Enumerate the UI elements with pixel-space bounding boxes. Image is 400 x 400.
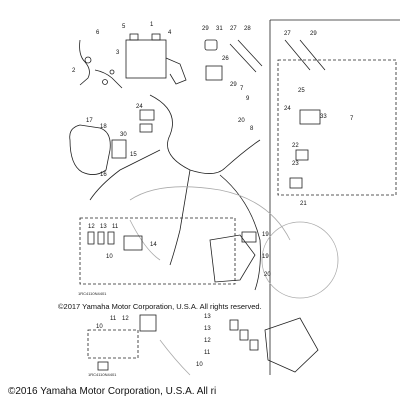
callout-label: 12 <box>204 338 211 344</box>
callout-label: 20 <box>238 118 245 124</box>
callout-label: 29 <box>202 26 209 32</box>
cable-top-2 <box>237 39 263 67</box>
callout-label: 25 <box>298 88 305 94</box>
connector-small <box>109 69 115 75</box>
battery-terminal-2 <box>151 33 161 41</box>
battery <box>125 39 167 79</box>
bolt-3 <box>107 231 115 245</box>
bottom-bolt-2 <box>239 329 249 341</box>
callout-label: 14 <box>150 242 157 248</box>
callout-label: 1 <box>150 22 154 28</box>
part-code-2: 1RC4110N4401 <box>88 372 117 377</box>
frame-outline-2 <box>129 219 161 261</box>
callout-label: 12 <box>88 224 95 230</box>
wire-harness-branch-2 <box>169 169 191 266</box>
bottom-frame-outline <box>159 339 191 376</box>
bottom-connector <box>139 314 157 332</box>
callout-label: 27 <box>230 26 237 32</box>
callout-label: 5 <box>122 24 126 30</box>
callout-label: 6 <box>96 30 100 36</box>
callout-label: 30 <box>120 132 127 138</box>
callout-label: 10 <box>106 254 113 260</box>
rear-wheel-outline <box>261 221 339 299</box>
callout-label: 29 <box>310 31 317 37</box>
frame-outline-1 <box>129 186 291 241</box>
lower-detail-box <box>79 217 236 285</box>
wire-harness-branch-3 <box>219 174 261 291</box>
callout-label: 8 <box>250 126 254 132</box>
relay-top <box>204 39 218 51</box>
callout-label: 15 <box>130 152 137 158</box>
callout-label: 4 <box>168 30 172 36</box>
callout-label: 2 <box>72 68 76 74</box>
callout-label: 13 <box>100 224 107 230</box>
connector-block <box>123 235 143 251</box>
callout-label: 20 <box>264 272 271 278</box>
callout-label: 21 <box>300 201 307 207</box>
right-fuse <box>289 177 303 189</box>
sensor-lead-2 <box>94 69 123 89</box>
wire-harness-main <box>149 94 261 174</box>
callout-label: 22 <box>292 143 299 149</box>
callout-label: 17 <box>86 118 93 124</box>
bottom-detail-box <box>87 329 139 359</box>
right-cable-1 <box>284 39 311 71</box>
battery-bracket <box>165 57 187 85</box>
callout-label: 11 <box>112 224 119 230</box>
ecu-bracket <box>241 231 257 243</box>
right-detail-box <box>277 59 397 196</box>
callout-label: 7 <box>240 86 244 92</box>
callout-label: 27 <box>284 31 291 37</box>
callout-label: 33 <box>320 114 327 120</box>
bottom-fuse <box>97 361 109 371</box>
callout-label: 13 <box>204 314 211 320</box>
cable-top-1 <box>229 43 257 73</box>
sensor-2 <box>102 79 108 85</box>
bolt-1 <box>87 231 95 245</box>
copyright-notice-main: ©2017 Yamaha Motor Corporation, U.S.A. A… <box>58 302 262 311</box>
bottom-module <box>264 317 319 373</box>
bottom-bolt-1 <box>229 319 239 331</box>
wire-harness-branch-1 <box>89 149 161 201</box>
callout-label: 19 <box>262 232 269 238</box>
callout-label: 13 <box>204 326 211 332</box>
callout-label: 11 <box>110 316 117 322</box>
switch-assembly <box>69 124 111 175</box>
callout-label: 16 <box>100 172 107 178</box>
callout-label: 26 <box>222 56 229 62</box>
sensor-1 <box>84 56 92 64</box>
bottom-bolt-3 <box>249 339 259 351</box>
callout-label: 24 <box>136 104 143 110</box>
callout-label: 23 <box>292 161 299 167</box>
switch-small-1 <box>139 109 155 121</box>
part-code-1: 1RC4110N4401 <box>78 291 107 296</box>
right-relay-1 <box>299 109 321 125</box>
sensor-lead-1 <box>79 39 90 86</box>
callout-label: 9 <box>246 96 250 102</box>
callout-label: 31 <box>216 26 223 32</box>
battery-terminal-1 <box>129 33 139 41</box>
copyright-notice-bottom: ©2016 Yamaha Motor Corporation, U.S.A. A… <box>8 386 217 397</box>
right-cable-2 <box>299 39 326 71</box>
callout-label: 18 <box>100 124 107 130</box>
callouts: 6 5 1 4 3 2 29 31 27 28 26 29 27 29 7 33… <box>72 22 354 368</box>
bolt-2 <box>97 231 105 245</box>
callout-label: 3 <box>116 50 120 56</box>
module-left <box>111 139 127 159</box>
callout-label: 19 <box>262 254 269 260</box>
callout-label: 24 <box>284 106 291 112</box>
callout-label: 28 <box>244 26 251 32</box>
relay-mid <box>205 65 223 81</box>
callout-label: 10 <box>96 324 103 330</box>
callout-label: 10 <box>196 362 203 368</box>
callout-label: 12 <box>122 316 129 322</box>
switch-small-2 <box>139 123 153 133</box>
right-relay-2 <box>295 149 309 161</box>
callout-label: 7 <box>350 116 354 122</box>
callout-label: 11 <box>204 350 211 356</box>
callout-label: 29 <box>230 82 237 88</box>
